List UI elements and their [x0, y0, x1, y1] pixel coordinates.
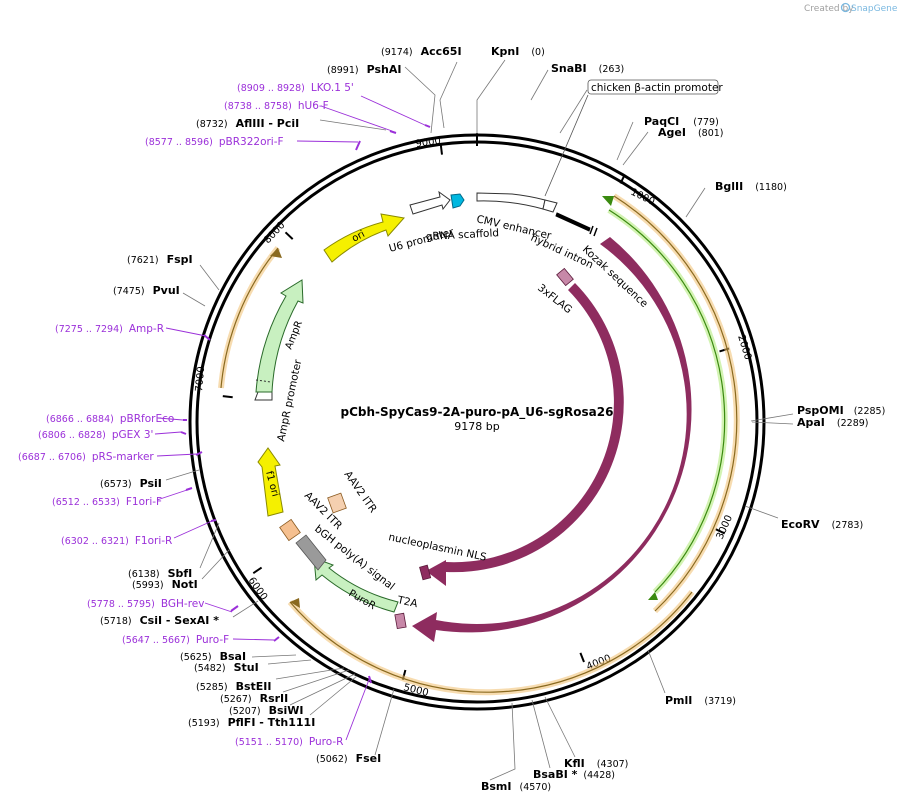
- grna-scaffold-label: gRNA scaffold: [426, 227, 500, 243]
- site-kfli[interactable]: KflI(4307): [564, 757, 628, 770]
- site-fsei[interactable]: (5062)FseI: [316, 752, 381, 765]
- primer-puro-r[interactable]: (5151 .. 5170)Puro-R: [235, 736, 343, 748]
- site-fspi[interactable]: (7621)FspI: [127, 253, 193, 266]
- snapgene-logo-icon: [840, 2, 851, 13]
- site-paqci[interactable]: PaqCI(779): [644, 115, 719, 128]
- site-pmli[interactable]: PmlI(3719): [665, 694, 736, 707]
- site-pspomi[interactable]: PspOMI(2285): [797, 404, 885, 417]
- orf-arc-puro-highlight: [287, 590, 695, 696]
- orf-arc-cas9-outer: [613, 195, 738, 612]
- site-bsabi[interactable]: BsaBI *(4428): [533, 768, 615, 781]
- hybrid-intron-feature[interactable]: [555, 212, 591, 232]
- site-apai[interactable]: ApaI(2289): [797, 416, 869, 429]
- primer-hu6f[interactable]: (8738 .. 8758)hU6-F: [224, 100, 329, 112]
- primer-pgex3[interactable]: (6806 .. 6828)pGEX 3': [38, 429, 153, 441]
- site-afliii[interactable]: (8732)AflIII - PciI: [196, 117, 299, 130]
- f1-ori-feature[interactable]: [257, 447, 284, 517]
- credit-prefix: Created by: [804, 4, 854, 14]
- ampr-feature[interactable]: [255, 279, 304, 393]
- site-sbfi[interactable]: (6138)SbfI: [128, 567, 192, 580]
- primer-lko1[interactable]: (8909 .. 8928)LKO.1 5': [237, 82, 354, 94]
- t2a-label: T2A: [395, 594, 419, 610]
- site-bsmi[interactable]: BsmI(4570): [481, 780, 551, 793]
- cas9-inner-label: Cas9: [622, 474, 639, 501]
- orf-arc-ampr: [220, 247, 279, 389]
- cas9-inner-feature[interactable]: [426, 283, 624, 586]
- site-acc65i[interactable]: (9174)Acc65I: [381, 45, 462, 58]
- orf-arrow-head: [270, 248, 282, 258]
- flag-label: 3xFLAG: [535, 282, 574, 316]
- site-agei[interactable]: AgeI(801): [658, 126, 724, 139]
- tick-label: 9000: [415, 136, 442, 150]
- site-bsai[interactable]: (5625)BsaI: [180, 650, 246, 663]
- credit-brand[interactable]: SnapGene: [851, 4, 898, 14]
- bgh-label: bGH poly(A) signal: [312, 523, 397, 593]
- position-ticks: [222, 133, 730, 680]
- nls-label: nucleoplasmin NLS: [387, 531, 488, 564]
- nls-feature[interactable]: [419, 564, 432, 581]
- site-bglii[interactable]: BglII(1180): [715, 180, 787, 193]
- site-rsrii[interactable]: (5267)RsrII: [220, 692, 288, 705]
- aav2-itr-b-feature[interactable]: [327, 492, 347, 514]
- primer-marks: [180, 124, 431, 684]
- primers: (8909 .. 8928)LKO.1 5' (8738 .. 8758)hU6…: [18, 82, 354, 748]
- feature-leader-lines: [544, 94, 589, 197]
- site-ecorv[interactable]: EcoRV(2783): [781, 518, 863, 531]
- site-leader-lines: [165, 59, 794, 781]
- aav2-itr-b-label: AAV2 ITR: [342, 469, 379, 515]
- primer-leader-lines: [154, 95, 428, 741]
- u6-promoter-feature[interactable]: [409, 190, 451, 215]
- primer-prs-marker[interactable]: (6687 .. 6706)pRS-marker: [18, 451, 154, 463]
- ori-label: ori: [350, 229, 367, 245]
- orf-arrow-head: [290, 598, 300, 608]
- orf-arrow-head: [648, 592, 658, 600]
- t2a-feature[interactable]: [394, 612, 407, 630]
- tick-label: 1000: [629, 187, 657, 208]
- chicken-beta-actin-label[interactable]: chicken β-actin promoter: [591, 82, 723, 94]
- restriction-sites: KpnI(0) SnaBI(263) PaqCI(779) AgeI(801) …: [100, 45, 885, 793]
- plasmid-length: 9178 bp: [454, 420, 499, 433]
- bgh-feature[interactable]: [295, 534, 327, 571]
- primer-puro-f[interactable]: (5647 .. 5667)Puro-F: [122, 634, 229, 646]
- primer-f1ori-r[interactable]: (6302 .. 6321)F1ori-R: [61, 535, 172, 547]
- plasmid-name: pCbh-SpyCas9-2A-puro-pA_U6-sgRosa26: [341, 405, 614, 420]
- chicken-beta-actin-promoter-feature[interactable]: [542, 199, 558, 213]
- site-pvui[interactable]: (7475)PvuI: [113, 284, 180, 297]
- ampr-promoter-feature[interactable]: [254, 391, 273, 401]
- kozak-feature[interactable]: [589, 225, 594, 235]
- tick-label: 8000: [262, 220, 287, 246]
- flag-feature[interactable]: [556, 267, 574, 287]
- tick-label: 7000: [194, 366, 207, 392]
- site-stui[interactable]: (5482)StuI: [194, 661, 259, 674]
- primer-f1ori-f[interactable]: (6512 .. 6533)F1ori-F: [52, 496, 162, 508]
- orf-arc-cas9-inner: [608, 209, 726, 593]
- site-pshai[interactable]: (8991)PshAI: [327, 63, 401, 76]
- primer-bgh-rev[interactable]: (5778 .. 5795)BGH-rev: [87, 598, 204, 610]
- site-snabi[interactable]: SnaBI(263): [551, 62, 624, 75]
- ori-feature[interactable]: [323, 213, 405, 263]
- cmv-enhancer-feature[interactable]: [476, 192, 546, 210]
- grna-scaffold-feature[interactable]: [450, 193, 465, 209]
- orf-arrow-head: [602, 196, 614, 206]
- primer-pbrforeco[interactable]: (6866 .. 6884)pBRforEco: [46, 413, 174, 425]
- chicken-beta-actin-label-box: [587, 79, 719, 95]
- site-kpni[interactable]: KpnI(0): [491, 45, 545, 58]
- aav2-itr-a-feature[interactable]: [279, 518, 301, 542]
- primer-amp-r[interactable]: (7275 .. 7294)Amp-R: [55, 323, 164, 335]
- site-pflfi[interactable]: (5193)PflFI - Tth111I: [188, 716, 315, 729]
- site-psii[interactable]: (6573)PsiI: [100, 477, 162, 490]
- primer-pbr322ori-f[interactable]: (8577 .. 8596)pBR322ori-F: [145, 136, 284, 148]
- cas9-outer-label: Cas9: [675, 494, 694, 521]
- site-csii[interactable]: (5718)CsiI - SexAI *: [100, 614, 219, 627]
- orf-arc-puro: [289, 591, 693, 693]
- site-bsiwi[interactable]: (5207)BsiWI: [229, 704, 304, 717]
- site-bsteii[interactable]: (5285)BstEII: [196, 680, 271, 693]
- ampr-promoter-label: AmpR promoter: [275, 358, 304, 443]
- site-noti[interactable]: (5993)NotI: [132, 578, 198, 591]
